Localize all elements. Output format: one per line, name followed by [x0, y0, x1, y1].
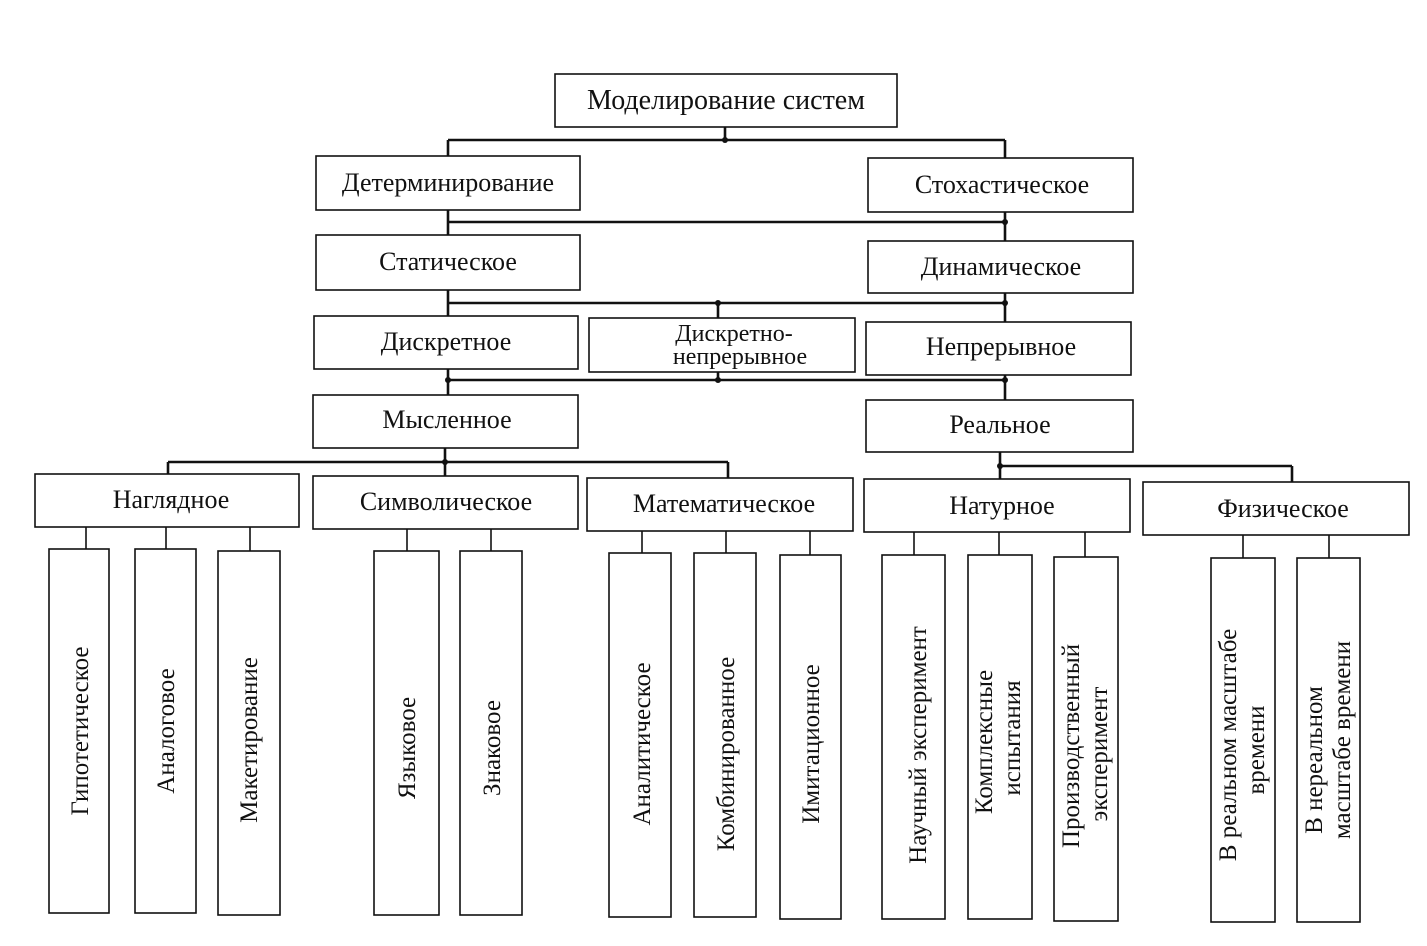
node-deterministic-label: Детерминирование	[342, 168, 554, 197]
node-mathematical: Математическое	[586, 477, 854, 532]
leaf-analog-label: Аналоговое	[153, 668, 180, 793]
leaf-production-experiment-label-line2: эксперимент	[1086, 686, 1113, 821]
node-static: Статическое	[315, 234, 581, 291]
leaf-complex-tests: Комплексные испытания	[967, 554, 1033, 920]
node-continuous-label: Непрерывное	[926, 332, 1076, 361]
leaf-analytical: Аналитическое	[608, 552, 672, 918]
node-root: Моделирование систем	[554, 73, 898, 128]
leaf-complex-tests-label-line2: испытания	[999, 680, 1026, 796]
node-symbolic: Символическое	[312, 475, 579, 530]
leaf-language: Языковое	[373, 550, 440, 916]
node-discrete-continuous-label-line2: непрерывное	[673, 344, 807, 370]
leaf-hypothetical-label: Гипотетическое	[67, 647, 94, 816]
node-physical: Физическое	[1142, 481, 1410, 536]
leaf-combined: Комбинированное	[693, 552, 757, 918]
leaf-simulation: Имитационное	[779, 554, 842, 920]
leaf-simulation-label: Имитационное	[798, 664, 825, 824]
node-continuous: Непрерывное	[865, 321, 1132, 376]
leaf-non-real-time-label-line2: масштабе времени	[1329, 641, 1356, 839]
leaf-non-real-time: В нереальном масштабе времени	[1296, 557, 1361, 923]
leaf-combined-label: Комбинированное	[713, 657, 740, 851]
node-mental: Мысленное	[312, 394, 579, 449]
node-dynamic-label: Динамическое	[921, 252, 1081, 281]
node-mathematical-label: Математическое	[633, 489, 815, 518]
node-real: Реальное	[865, 399, 1134, 453]
node-static-label: Статическое	[379, 247, 517, 276]
leaf-analytical-label: Аналитическое	[629, 662, 656, 825]
node-dynamic: Динамическое	[867, 240, 1134, 294]
leaf-sign: Знаковое	[459, 550, 523, 916]
leaf-hypothetical: Гипотетическое	[48, 548, 110, 914]
node-symbolic-label: Символическое	[360, 487, 532, 516]
node-visual-label: Наглядное	[113, 485, 230, 514]
node-discrete: Дискретное	[313, 315, 579, 370]
node-mental-label: Мысленное	[382, 405, 511, 434]
leaf-production-experiment: Производственный эксперимент	[1053, 556, 1119, 922]
leaf-sign-label: Знаковое	[479, 700, 506, 796]
node-physical-label: Физическое	[1217, 494, 1349, 523]
leaf-real-time-label-line2: времени	[1243, 705, 1270, 794]
leaf-real-time: В реальном масштабе времени	[1210, 557, 1276, 923]
node-root-label: Моделирование систем	[587, 85, 865, 116]
node-visual: Наглядное	[34, 473, 300, 528]
leaf-non-real-time-label-line1: В нереальном	[1301, 686, 1328, 834]
node-stochastic-label: Стохастическое	[915, 170, 1089, 199]
leaf-language-label: Языковое	[394, 697, 421, 799]
node-full-scale-label: Натурное	[949, 491, 1054, 520]
node-discrete-label: Дискретное	[381, 327, 512, 356]
node-real-label: Реальное	[949, 410, 1050, 439]
leaf-mockup-label: Макетирование	[236, 657, 263, 823]
node-full-scale: Натурное	[863, 478, 1131, 533]
node-deterministic: Детерминирование	[315, 155, 581, 211]
connectors	[85, 127, 1330, 558]
node-stochastic: Стохастическое	[867, 157, 1134, 213]
leaf-scientific-experiment: Научный эксперимент	[881, 554, 946, 920]
leaf-analog: Аналоговое	[134, 548, 197, 914]
node-discrete-continuous-label-line1: Дискретно-	[675, 321, 793, 347]
leaf-mockup: Макетирование	[217, 550, 281, 916]
leaf-scientific-experiment-label: Научный эксперимент	[905, 626, 932, 864]
leaf-production-experiment-label-line1: Производственный	[1058, 644, 1085, 848]
leaf-real-time-label-line1: В реальном масштабе	[1215, 629, 1242, 861]
leaf-complex-tests-label-line1: Комплексные	[971, 670, 998, 814]
node-discrete-continuous: Дискретно- непрерывное	[588, 317, 856, 373]
